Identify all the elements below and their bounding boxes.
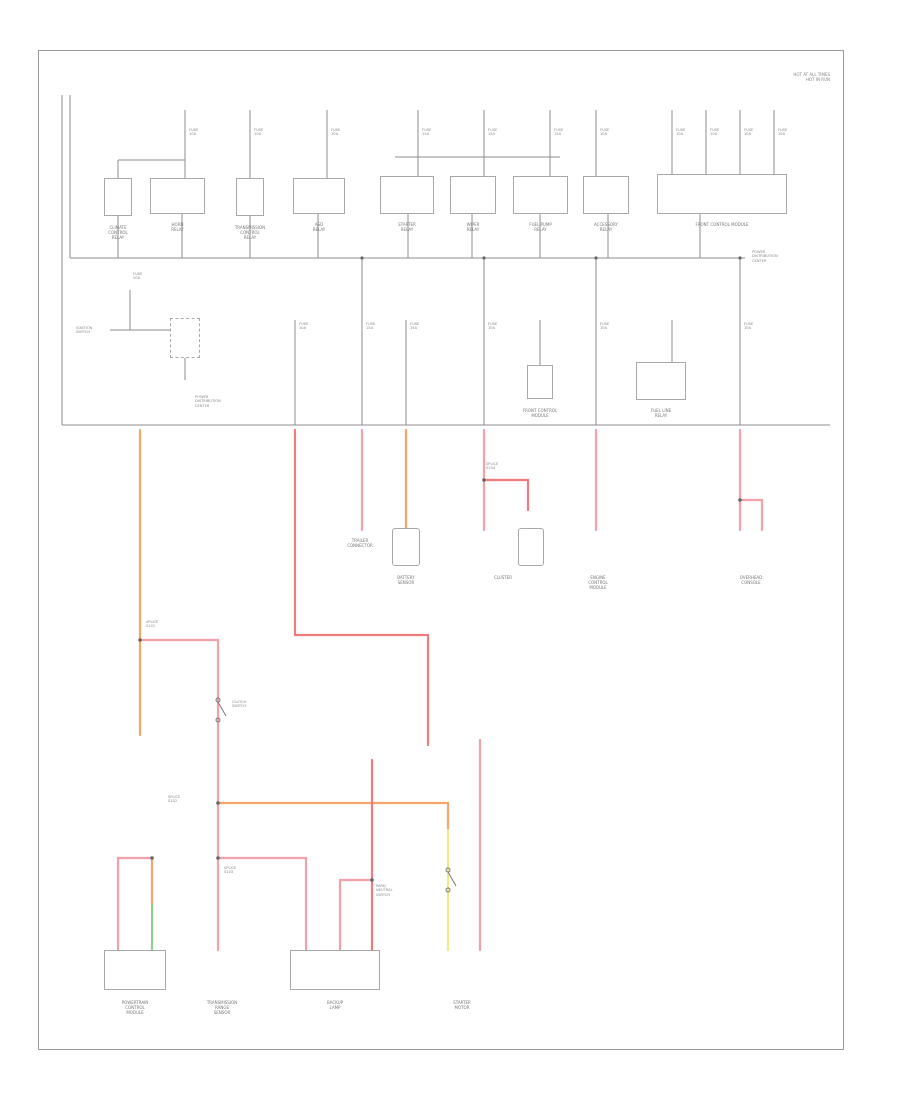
trs-label: TRANSMISSION RANGE SENSOR	[206, 1000, 238, 1015]
ignition-switch-label: IGNITION SWITCH	[76, 326, 93, 335]
fuse-label-1: FUSE 10A	[189, 128, 199, 137]
dot-11	[738, 498, 742, 502]
wire-pink-overhead-2	[738, 498, 764, 532]
fuse-label-11: FUSE 10A	[778, 128, 788, 137]
mid-fuse-label-2: FUSE 10A	[299, 322, 309, 331]
mid-fuse-label-3: FUSE 15A	[366, 322, 376, 331]
colored-wires	[116, 428, 764, 952]
switch-blade	[217, 701, 227, 717]
splice-label-2: SPLICE S102	[168, 795, 181, 804]
dot-10	[482, 478, 486, 482]
switch-symbols	[215, 697, 457, 893]
wire-pink-to-switch	[138, 638, 220, 702]
overhead-console-label: OVERHEAD CONSOLE	[739, 575, 763, 585]
fuse-label-8: FUSE 10A	[676, 128, 686, 137]
switch-blade-2	[447, 871, 457, 887]
fuse-label-5: FUSE 15A	[488, 128, 498, 137]
park-neutral-switch-label: PARK/ NEUTRAL SWITCH	[376, 884, 393, 897]
fuse-label-7: FUSE 10A	[600, 128, 610, 137]
module-horn-relay	[150, 178, 205, 214]
pcm-label: POWERTRAIN CONTROL MODULE	[121, 1000, 149, 1015]
dot-4	[738, 256, 742, 260]
fuse-label-2: FUSE 10A	[254, 128, 264, 137]
battery-sensor	[392, 528, 420, 566]
module-starter-relay	[380, 176, 434, 214]
dot-7	[216, 856, 220, 860]
cluster-label: CLUSTER	[493, 575, 513, 580]
module-climate-relay	[104, 178, 132, 216]
module-label-8: ACCESSORY RELAY	[594, 222, 618, 232]
fuse-label-10: FUSE 10A	[744, 128, 754, 137]
module-label-3: TRANSMISSION CONTROL RELAY	[234, 225, 266, 240]
fuel-line-relay-label: FUEL LINE RELAY	[650, 408, 672, 418]
dot-9	[370, 878, 374, 882]
splice-dots	[138, 256, 742, 882]
pdc-label-right: POWER DISTRIBUTION CENTER	[752, 250, 778, 263]
module-trans-relay	[236, 178, 264, 216]
wire-red-cluster	[482, 478, 530, 512]
starter-motor-label: STARTER MOTOR	[453, 1000, 471, 1010]
fcm-mid-label: FRONT CONTROL MODULE	[522, 408, 558, 418]
mid-fuse-label-1: FUSE 20A	[133, 272, 143, 281]
mid-fuse-label-6: FUSE 10A	[600, 322, 610, 331]
dot-8	[150, 856, 154, 860]
backup-lamp-label: BACKUP LAMP	[326, 1000, 344, 1010]
splice-label-4: SPLICE S103	[224, 866, 237, 875]
front-control-module-mid	[527, 365, 553, 399]
module-accessory-relay	[583, 176, 629, 214]
mid-fuse-label-7: FUSE 10A	[744, 322, 754, 331]
fuel-line-relay	[636, 362, 686, 400]
module-wiper-relay	[450, 176, 496, 214]
splice-label-1: SPLICE S101	[146, 620, 159, 629]
dot-2	[482, 256, 486, 260]
diagram-frame	[38, 50, 844, 1050]
fuse-label-9: FUSE 10A	[710, 128, 720, 137]
module-front-control	[657, 174, 787, 214]
switch-contact-2	[215, 717, 221, 723]
splice-label-5: SPLICE S104	[486, 462, 499, 471]
module-label-1: CLIMATE CONTROL RELAY	[108, 225, 128, 240]
module-label-6: WIPER RELAY	[466, 222, 480, 232]
mid-fuse-label-5: FUSE 10A	[488, 322, 498, 331]
module-label-5: STARTER RELAY	[398, 222, 416, 232]
pdc-label-left: POWER DISTRIBUTION CENTER	[195, 395, 221, 408]
trailer-connector-label: TRAILER CONNECTOR	[347, 538, 373, 548]
wire-red-long	[293, 428, 430, 747]
module-label-9: FRONT CONTROL MODULE	[695, 222, 749, 227]
backup-lamp	[290, 950, 380, 990]
fuse-label-6: FUSE 15A	[554, 128, 564, 137]
module-label-7: FUEL PUMP RELAY	[529, 222, 552, 232]
cluster	[518, 528, 544, 566]
dot-6	[216, 801, 220, 805]
fuse-label-3: FUSE 10A	[331, 128, 341, 137]
power-buses	[61, 95, 830, 426]
powertrain-control-module	[104, 950, 166, 990]
module-label-4: ASD RELAY	[312, 222, 326, 232]
module-label-2: HORN RELAY	[171, 222, 184, 232]
ignition-switch	[170, 318, 200, 358]
fuse-label-4: FUSE 15A	[422, 128, 432, 137]
module-fuel-pump-relay	[513, 176, 568, 214]
module-asd-relay	[293, 178, 345, 214]
switch-contact-4	[445, 887, 451, 893]
top-note: HOT AT ALL TIMES HOT IN RUN	[793, 72, 830, 82]
clutch-switch-label: CLUTCH SWITCH	[232, 700, 247, 709]
dot-5	[138, 638, 142, 642]
mid-fuse-label-4: FUSE 15A	[410, 322, 420, 331]
wire-pink-trs	[216, 856, 308, 952]
dot-3	[594, 256, 598, 260]
wire-orange-horizontal	[216, 801, 450, 832]
dot-1	[360, 256, 364, 260]
wire-pink-backup	[338, 878, 374, 952]
ecm-label: ENGINE CONTROL MODULE	[588, 575, 608, 590]
battery-sensor-label: BATTERY SENSOR	[397, 575, 415, 585]
